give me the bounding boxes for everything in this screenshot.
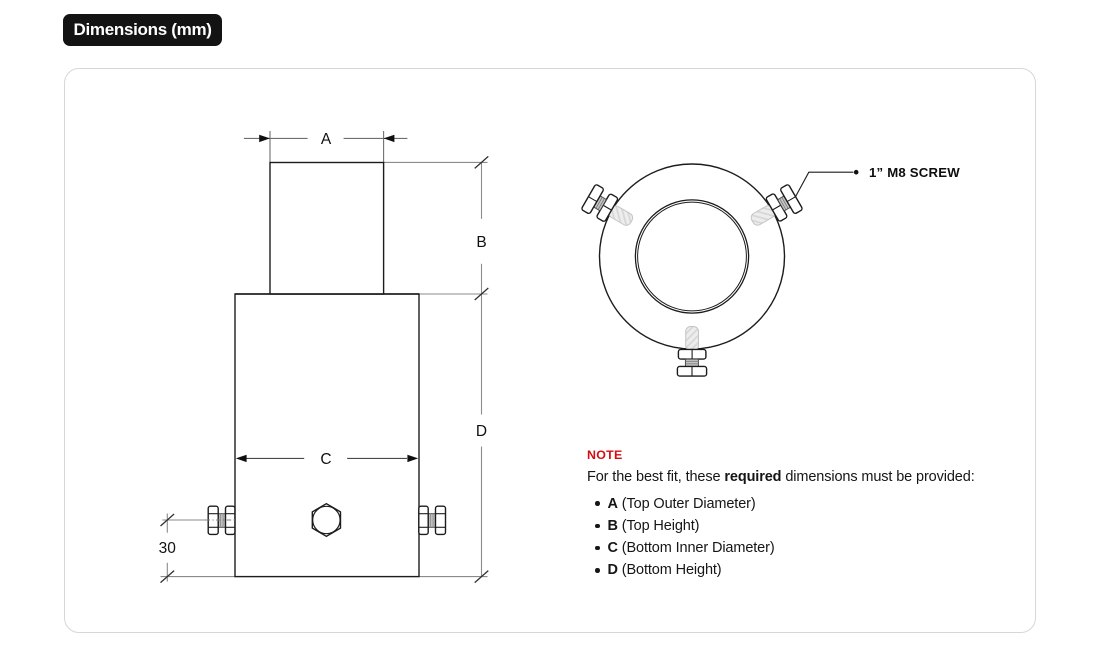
dim-b-label: B	[476, 234, 486, 251]
note-heading: NOTE	[587, 448, 623, 463]
note-intro-prefix: For the best fit, these	[587, 469, 725, 486]
screw-callout: 1” M8 SCREW	[795, 165, 960, 198]
top-view: 1” M8 SCREW	[580, 163, 960, 377]
note-intro-suffix: dimensions must be provided:	[781, 469, 975, 486]
dim-30-ticks	[160, 513, 175, 584]
hex-bolt	[311, 502, 342, 538]
screw-callout-label: 1” M8 SCREW	[869, 165, 960, 180]
list-item: A (Top Outer Diameter)	[587, 493, 1007, 515]
right-screw	[418, 505, 447, 536]
dim-a	[243, 131, 408, 162]
list-item: D (Bottom Height)	[587, 559, 1007, 581]
dim-30	[160, 513, 235, 582]
dim-30-label: 30	[159, 540, 177, 557]
list-item: C (Bottom Inner Diameter)	[587, 537, 1007, 559]
inner-ring-inner	[637, 201, 747, 312]
note-intro: For the best fit, these required dimensi…	[587, 468, 1007, 487]
left-screw	[205, 505, 236, 536]
dim-d-label: D	[476, 423, 487, 440]
dim-c-label: C	[320, 451, 331, 468]
top-body-outline	[269, 161, 385, 295]
dim-b-d-ticks	[474, 155, 489, 584]
clamp-screw-bottom	[676, 326, 708, 377]
dim-c	[235, 454, 419, 463]
required-dimensions-list: A (Top Outer Diameter) B (Top Height) C …	[587, 493, 1007, 582]
section-title: Dimensions (mm)	[73, 20, 212, 39]
front-view: A B D	[159, 131, 489, 584]
section-title-badge: Dimensions (mm)	[63, 14, 223, 46]
dimensions-card	[64, 68, 1036, 633]
dim-b-d	[383, 161, 488, 578]
dim-a-label: A	[321, 131, 332, 148]
note-intro-bold: required	[724, 469, 782, 486]
note-block: NOTE For the best fit, these required di…	[587, 448, 1007, 581]
list-item: B (Top Height)	[587, 515, 1007, 537]
inner-ring-outer	[634, 199, 750, 314]
